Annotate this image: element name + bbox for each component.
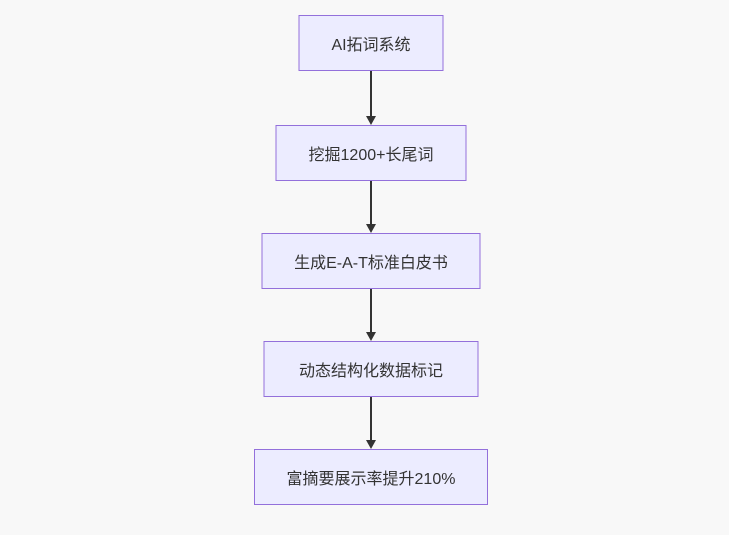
arrow-down-icon: [366, 116, 376, 125]
arrow-line: [370, 71, 372, 116]
flow-node-label: 挖掘1200+长尾词: [308, 147, 434, 164]
flow-node-rich-snippet-result: 富摘要展示率提升210%: [254, 449, 488, 505]
arrow-line: [370, 181, 372, 224]
flow-node-longtail-mining: 挖掘1200+长尾词: [275, 125, 467, 181]
arrow-down-icon: [366, 224, 376, 233]
flow-arrow-1: [365, 71, 377, 125]
flow-node-label: 富摘要展示率提升210%: [286, 471, 456, 488]
arrow-line: [370, 397, 372, 440]
arrow-down-icon: [366, 440, 376, 449]
flow-node-structured-data: 动态结构化数据标记: [263, 341, 479, 397]
arrow-down-icon: [366, 332, 376, 341]
arrow-line: [370, 289, 372, 332]
flow-arrow-2: [365, 181, 377, 233]
flow-node-ai-keyword-system: AI拓词系统: [298, 15, 444, 71]
flow-node-label: 动态结构化数据标记: [298, 363, 443, 380]
flow-node-label: 生成E-A-T标准白皮书: [294, 255, 448, 272]
flow-node-eat-whitepaper: 生成E-A-T标准白皮书: [261, 233, 481, 289]
flow-arrow-4: [365, 397, 377, 449]
flow-node-label: AI拓词系统: [331, 37, 411, 54]
flow-arrow-3: [365, 289, 377, 341]
